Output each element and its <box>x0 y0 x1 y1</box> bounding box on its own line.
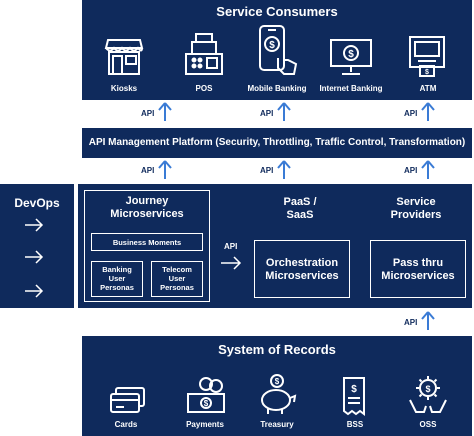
pass-thru-line2: Microservices <box>381 270 455 282</box>
devops-title: DevOps <box>14 196 60 210</box>
piggy-bank-icon: $ <box>261 374 297 414</box>
journey-microservices-box: Journey Microservices Business Moments B… <box>84 190 210 302</box>
record-label-cards: Cards <box>114 420 138 429</box>
devops-panel: DevOps <box>0 184 74 308</box>
up-arrow-icon <box>158 160 172 179</box>
api-label: API <box>224 242 238 251</box>
system-of-records-panel: System of Records Cards $ Payments $ Tre… <box>82 336 472 436</box>
telecom-personas-box: Telecom User Personas <box>151 261 203 297</box>
telecom-personas-line2: User <box>168 274 186 283</box>
journey-title-line1: Journey <box>125 195 169 207</box>
telecom-personas-line1: Telecom <box>162 265 192 274</box>
journey-title-line2: Microservices <box>110 208 184 220</box>
kiosk-icon <box>104 39 144 75</box>
right-arrow-icon <box>221 256 242 270</box>
api-label: API <box>260 109 274 118</box>
banking-personas-line3: Personas <box>100 283 134 292</box>
system-of-records-title: System of Records <box>218 342 336 357</box>
record-label-bss: BSS <box>346 420 364 429</box>
svg-text:$: $ <box>425 69 429 76</box>
right-arrow-icon <box>25 284 44 298</box>
service-consumers-title: Service Consumers <box>216 4 338 19</box>
credit-card-icon <box>110 387 145 413</box>
telecom-personas-line3: Personas <box>160 283 194 292</box>
svg-text:$: $ <box>269 40 275 51</box>
up-arrow-icon <box>277 102 291 121</box>
microservices-panel: Journey Microservices Business Moments B… <box>78 184 472 308</box>
consumer-label-mobile-banking: Mobile Banking <box>247 84 307 93</box>
service-consumers-panel: Service Consumers Kiosks POS $ Mobile Ba… <box>82 0 472 100</box>
api-label: API <box>141 166 155 175</box>
mobile-phone-icon: $ <box>259 25 298 75</box>
api-label: API <box>404 109 418 118</box>
banking-personas-line2: User <box>108 274 126 283</box>
paas-line1: PaaS / <box>283 196 317 208</box>
up-arrow-icon <box>158 102 172 121</box>
paas-line2: SaaS <box>286 209 314 221</box>
record-label-payments: Payments <box>186 420 224 429</box>
business-moments-label: Business Moments <box>112 238 182 247</box>
service-providers-line1: Service <box>396 196 436 208</box>
svg-text:$: $ <box>425 384 430 394</box>
banking-personas-box: Banking User Personas <box>91 261 143 297</box>
pass-thru-microservices-box: Pass thru Microservices <box>370 240 466 298</box>
svg-text:$: $ <box>204 399 209 408</box>
api-label: API <box>404 318 418 327</box>
orchestration-line1: Orchestration <box>265 257 339 269</box>
up-arrow-icon <box>421 160 435 179</box>
consumer-label-internet-banking: Internet Banking <box>319 84 383 93</box>
atm-icon: $ <box>409 36 445 77</box>
consumer-label-atm: ATM <box>419 84 437 93</box>
record-label-oss: OSS <box>419 420 437 429</box>
orchestration-line2: Microservices <box>265 270 339 282</box>
up-arrow-icon <box>421 311 435 330</box>
consumer-label-pos: POS <box>195 84 213 93</box>
svg-text:$: $ <box>348 49 354 60</box>
up-arrow-icon <box>421 102 435 121</box>
api-label: API <box>404 166 418 175</box>
pass-thru-line1: Pass thru <box>392 257 444 269</box>
svg-text:$: $ <box>275 377 280 386</box>
gear-hands-icon: $ <box>409 376 447 413</box>
api-label: API <box>260 166 274 175</box>
up-arrow-icon <box>277 160 291 179</box>
right-arrow-icon <box>25 218 44 232</box>
svg-text:$: $ <box>351 384 357 395</box>
record-label-treasury: Treasury <box>260 420 294 429</box>
api-label: API <box>141 109 155 118</box>
right-arrow-icon <box>25 250 44 264</box>
invoice-icon: $ <box>343 377 365 416</box>
banking-personas-line1: Banking <box>102 265 132 274</box>
service-providers-line2: Providers <box>390 209 442 221</box>
monitor-icon: $ <box>330 39 372 75</box>
business-moments-box: Business Moments <box>91 233 203 251</box>
pos-register-icon <box>185 33 223 75</box>
payments-icon: $ <box>187 377 225 413</box>
consumer-label-kiosks: Kiosks <box>110 84 138 93</box>
orchestration-microservices-box: Orchestration Microservices <box>254 240 350 298</box>
api-management-label: API Management Platform (Security, Throt… <box>88 137 466 148</box>
api-management-platform: API Management Platform (Security, Throt… <box>82 128 472 158</box>
